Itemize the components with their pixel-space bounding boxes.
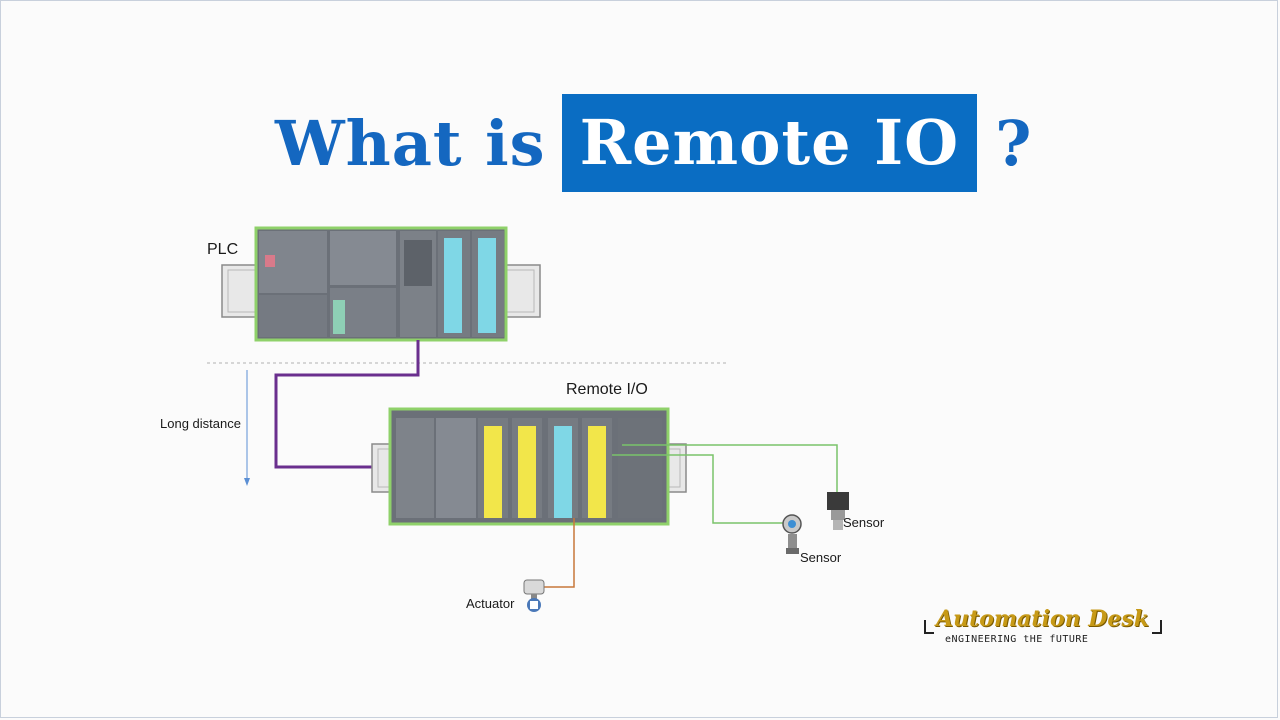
sensor-label-1: Sensor <box>843 515 885 530</box>
plc-label: PLC <box>207 241 239 258</box>
logo-bracket-right <box>1152 620 1162 634</box>
sensor-label-2: Sensor <box>800 550 842 565</box>
remote-io-label: Remote I/O <box>566 381 648 398</box>
actuator-label: Actuator <box>466 596 515 611</box>
actuator-cable <box>542 518 575 588</box>
long-distance-label: Long distance <box>160 416 241 431</box>
title-suffix: ? <box>995 106 1033 180</box>
pressure-sensor-icon <box>827 492 849 530</box>
logo-name: Automation Desk <box>936 606 1149 632</box>
remote-io-rack-icon <box>371 407 687 526</box>
title-highlight: Remote IO <box>561 94 978 192</box>
page-title: What is Remote IO ? <box>275 92 1033 194</box>
sensor-cable-2 <box>612 454 786 524</box>
sensor-cable-1 <box>622 444 838 492</box>
title-prefix: What is <box>275 106 546 180</box>
plc-cable <box>274 340 420 469</box>
flow-transmitter-icon <box>782 514 802 554</box>
automation-desk-logo: Automation Desk eNGINEERING tHE fUTURE <box>920 600 1165 652</box>
valve-actuator-icon <box>523 579 545 612</box>
plc-rack-icon <box>221 226 541 342</box>
long-distance-arrow <box>244 370 250 486</box>
logo-bracket-left <box>924 620 934 634</box>
logo-tagline: eNGINEERING tHE fUTURE <box>945 634 1089 645</box>
